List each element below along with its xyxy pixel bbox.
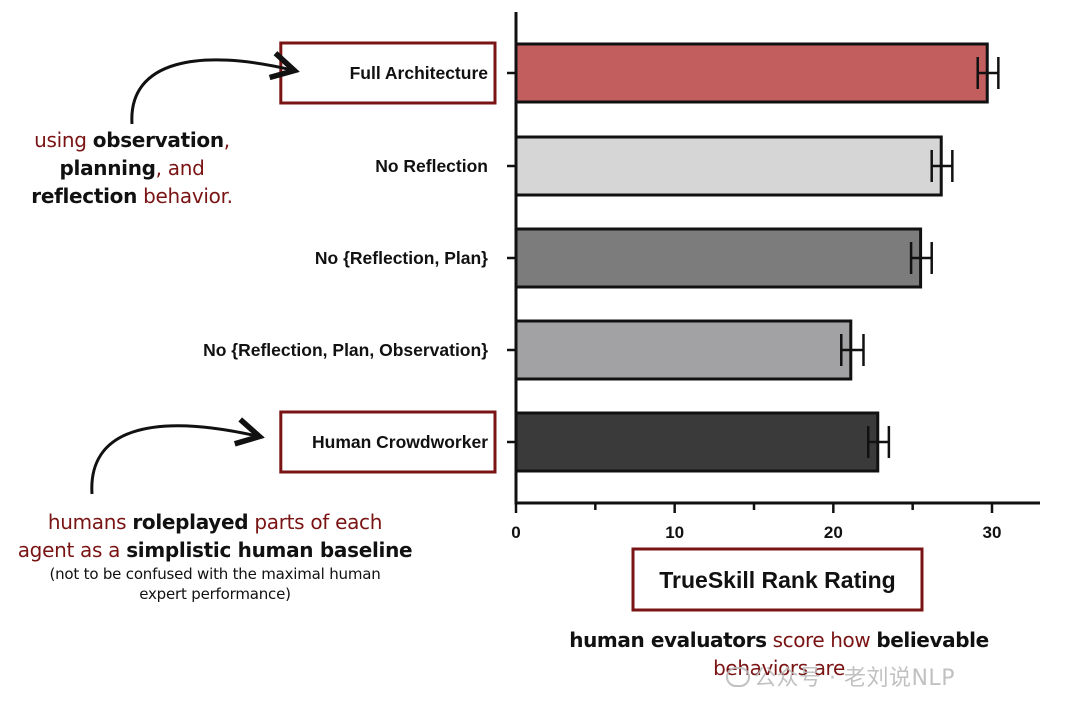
wechat-icon xyxy=(726,667,750,687)
highlight-box xyxy=(279,410,497,474)
x-label-box xyxy=(631,547,924,612)
top-annotation: using observation, planning, and reflect… xyxy=(31,128,233,208)
x-tick-label: 0 xyxy=(511,523,520,542)
footer-caption: human evaluators score how believable be… xyxy=(569,628,989,680)
category-label-5: Human Crowdworker xyxy=(312,432,488,452)
bar-5 xyxy=(514,411,880,473)
category-label-3: No {Reflection, Plan} xyxy=(315,248,488,268)
x-tick-label: 30 xyxy=(983,523,1002,542)
bar-4 xyxy=(514,319,853,381)
error-bar-4 xyxy=(840,334,865,366)
bars-layer xyxy=(514,42,1000,473)
category-label-4: No {Reflection, Plan, Observation} xyxy=(203,340,488,360)
curved-arrow-icon xyxy=(130,60,292,125)
category-label-1: Full Architecture xyxy=(350,63,489,83)
error-bar-5 xyxy=(866,426,891,458)
category-label-2: No Reflection xyxy=(375,156,488,176)
error-bar-1 xyxy=(976,57,1000,89)
x-tick-label: 10 xyxy=(665,523,684,542)
error-bar-2 xyxy=(930,150,954,182)
bar-3 xyxy=(514,227,923,289)
x-axis-title: TrueSkill Rank Rating xyxy=(659,567,895,593)
bar-2 xyxy=(514,135,943,197)
curved-arrow-icon xyxy=(90,426,257,495)
x-tick-label: 20 xyxy=(824,523,843,542)
bottom-annotation: humans roleplayed parts of each agent as… xyxy=(17,510,413,603)
labels-layer: Full Architecture No Reflection No {Reflec… xyxy=(203,41,497,474)
watermark: 公众号 · 老刘说NLP xyxy=(726,660,955,692)
bar-1 xyxy=(514,42,989,104)
error-bar-3 xyxy=(909,242,933,274)
